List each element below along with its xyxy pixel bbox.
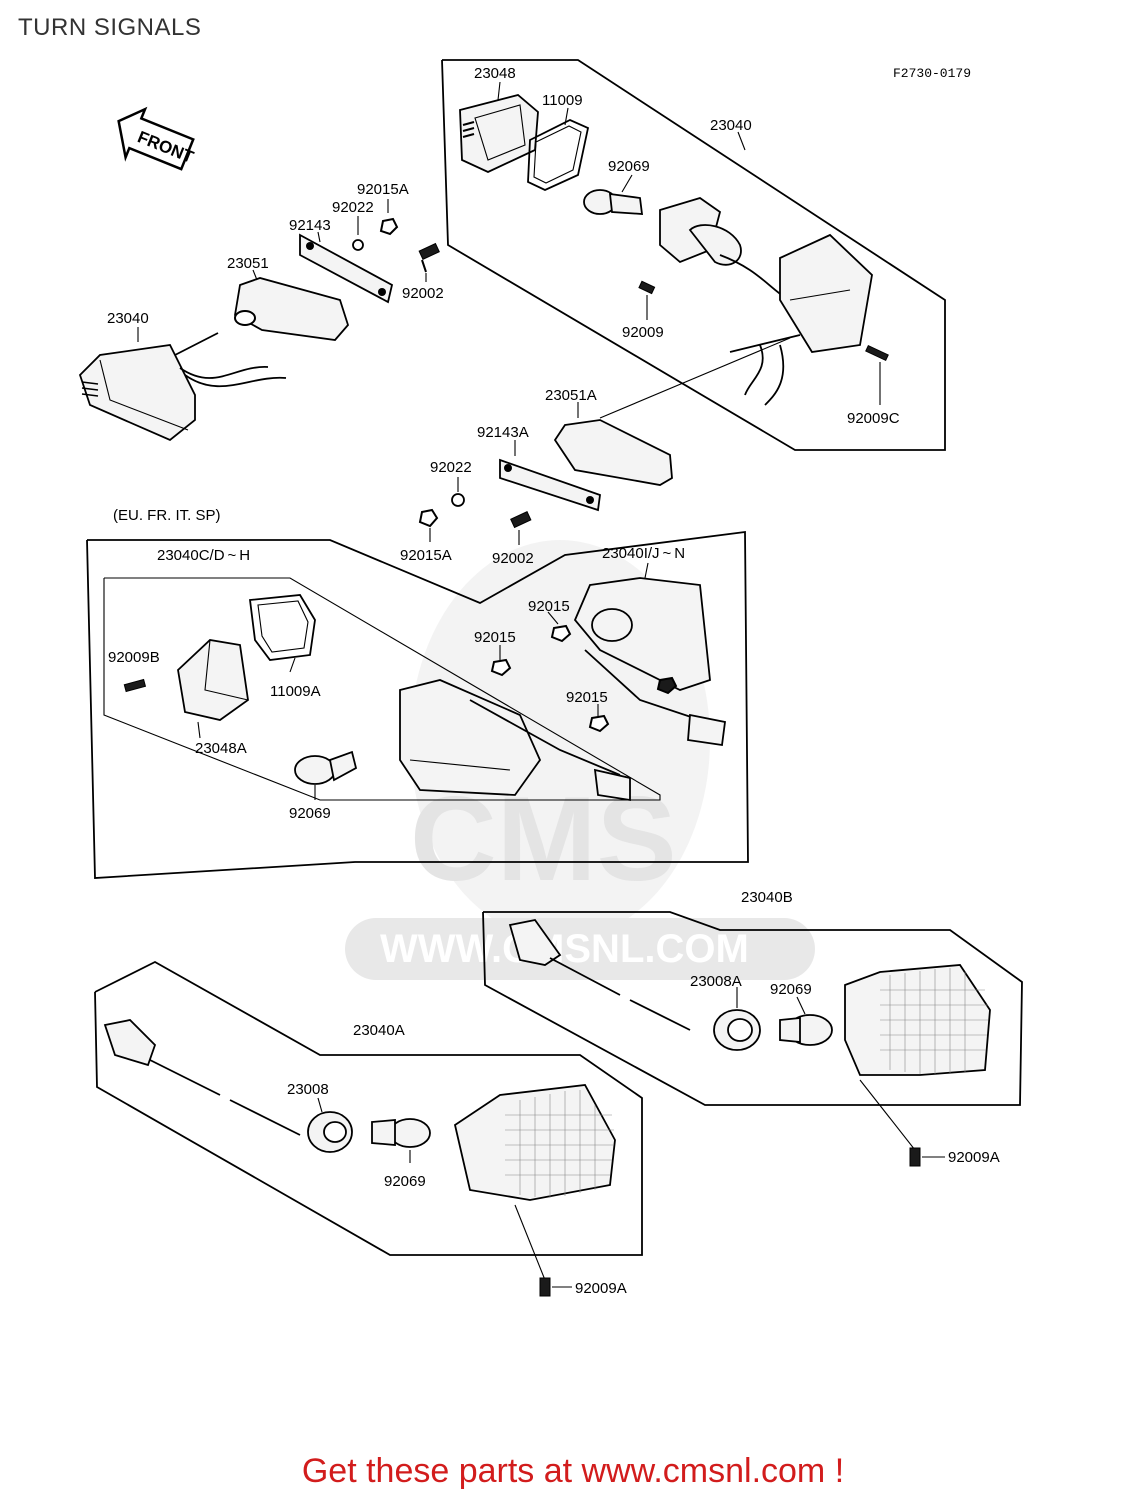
label-23008A: 23008A: [690, 973, 742, 990]
label-23048A: 23048A: [195, 740, 247, 757]
label-92143A: 92143A: [477, 424, 529, 441]
group-frame-eu: [86, 530, 749, 879]
label-23040B: 23040B: [741, 889, 793, 906]
label-92002-mid: 92002: [492, 550, 534, 567]
gasket-11009A: [248, 594, 316, 661]
signal-assembly-23040-left: [78, 332, 287, 442]
nut-eu-right: [656, 676, 678, 695]
label-23051A: 23051A: [545, 387, 597, 404]
bulb-92069-b: [779, 1014, 833, 1046]
group-frame-23040A: [94, 960, 643, 1256]
screw-92009A-a: [539, 1277, 551, 1297]
label-92015A-top: 92015A: [357, 181, 409, 198]
label-23040CDH: 23040C/D ~ H: [157, 547, 250, 564]
label-92143: 92143: [289, 217, 331, 234]
screw-92009A-b: [909, 1147, 921, 1167]
nut-92015A-mid: [418, 508, 439, 528]
bracket-92143A: [499, 458, 601, 512]
lens-23040B: [844, 964, 991, 1076]
washer-92022-top: [352, 239, 364, 251]
bolt-92002-mid: [510, 511, 532, 529]
footer-link[interactable]: Get these parts at www.cmsnl.com !: [301, 1452, 845, 1490]
label-92015-c: 92015: [566, 689, 608, 706]
mount-23051A: [553, 419, 673, 486]
bulb-92069-a: [371, 1118, 431, 1148]
label-23040-left: 23040: [107, 310, 149, 327]
group-frame-23040CDH: [103, 577, 661, 801]
screw-92009B: [123, 678, 147, 693]
lens-23048: [459, 94, 539, 173]
page-title: TURN SIGNALS: [18, 14, 202, 41]
group-frame-23040: [441, 59, 946, 451]
bulb-92069-eu: [294, 750, 358, 785]
label-23040IJN: 23040I/J ~ N: [602, 545, 685, 562]
label-92022-top: 92022: [332, 199, 374, 216]
watermark-url: WWW.CMSNL.COM: [380, 927, 749, 971]
front-arrow-icon: FRONT: [117, 106, 197, 171]
nut-92015A-top: [379, 217, 399, 236]
label-23048: 23048: [474, 65, 516, 82]
label-23040A: 23040A: [353, 1022, 405, 1039]
gasket-11009: [527, 119, 590, 191]
variant-note: (EU. FR. IT. SP): [113, 507, 221, 524]
lens-23048A: [177, 639, 249, 721]
label-92022-mid: 92022: [430, 459, 472, 476]
connector-23040A: [103, 1019, 301, 1136]
label-23040-top: 23040: [710, 117, 752, 134]
housing-eu-right: [573, 577, 711, 691]
label-92069-top: 92069: [608, 158, 650, 175]
bulb-92069-top: [583, 189, 644, 215]
screw-92009C: [865, 344, 889, 362]
bolt-92002-top: [418, 242, 440, 273]
nut-92015-b: [490, 658, 512, 677]
washer-92022-mid: [451, 493, 465, 507]
bracket-92143: [299, 233, 394, 304]
label-92009C: 92009C: [847, 410, 900, 427]
label-92069-a: 92069: [384, 1173, 426, 1190]
screw-92009: [638, 280, 656, 295]
label-11009: 11009: [542, 92, 583, 109]
housing-eu-left: [399, 679, 542, 796]
watermark-brand: CMS: [410, 772, 677, 906]
label-92015-b: 92015: [474, 629, 516, 646]
exploded-parts-diagram: CMS WWW.CMSNL.COM F2730-0179 FRONT: [78, 59, 1023, 1297]
label-11009A: 11009A: [270, 683, 321, 700]
label-92069-eu: 92069: [289, 805, 331, 822]
signal-housing-23040-top: [659, 197, 873, 353]
label-92009A-a: 92009A: [575, 1280, 627, 1297]
label-92069-b: 92069: [770, 981, 812, 998]
label-92009: 92009: [622, 324, 664, 341]
part-labels: 23048 11009 23040 92069 92009 92009C 920…: [107, 65, 1000, 1297]
label-23051: 23051: [227, 255, 269, 272]
label-92015A-mid: 92015A: [400, 547, 452, 564]
socket-23008: [307, 1111, 353, 1153]
label-92002-top: 92002: [402, 285, 444, 302]
nut-92015-a: [550, 624, 572, 643]
nut-92015-c: [588, 714, 610, 733]
connector-23040B: [508, 919, 691, 1031]
socket-23008A: [713, 1009, 761, 1051]
label-92009A-b: 92009A: [948, 1149, 1000, 1166]
label-23008: 23008: [287, 1081, 329, 1098]
mount-23051: [234, 277, 350, 341]
diagram-code: F2730-0179: [893, 66, 971, 81]
lens-23040A: [453, 1084, 616, 1201]
group-frame-23040B: [482, 911, 1023, 1106]
label-92015-a: 92015: [528, 598, 570, 615]
label-92009B: 92009B: [108, 649, 160, 666]
